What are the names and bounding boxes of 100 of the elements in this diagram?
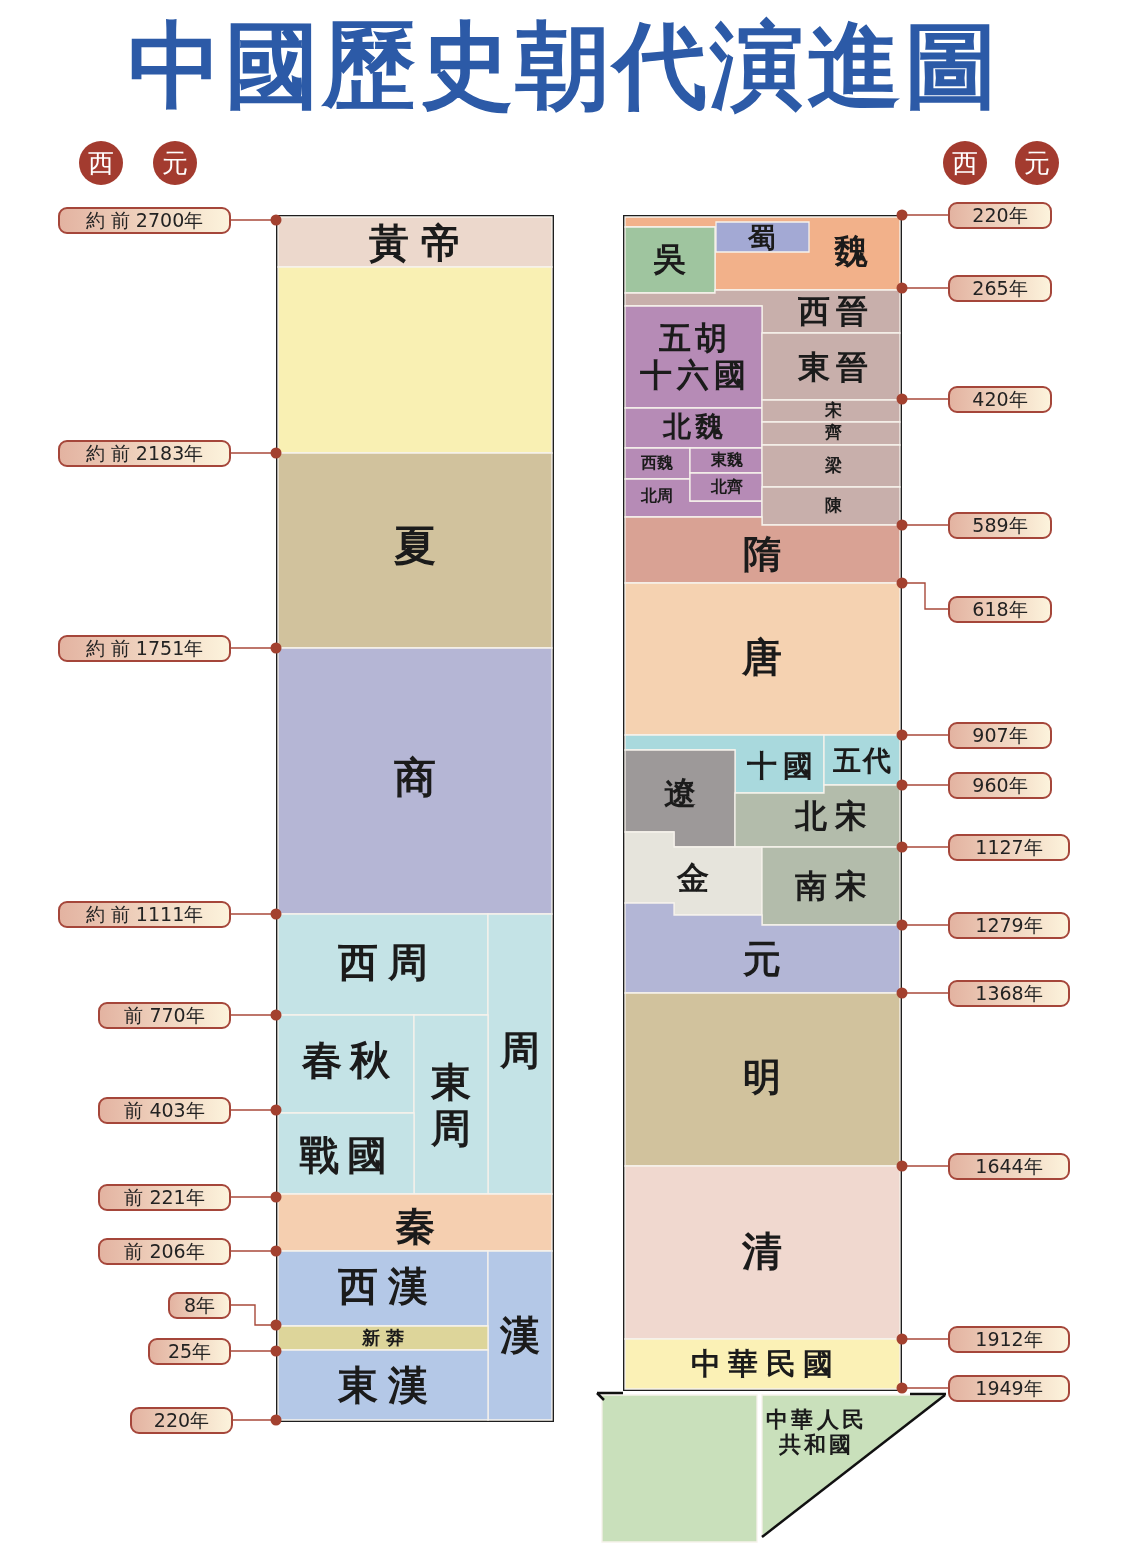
leader-line [230,1345,282,1357]
dynasty-block [278,217,552,267]
leader-line [230,1304,282,1331]
date-tag: 1949年 [948,1374,1070,1402]
dynasty-block [716,222,809,252]
dynasty-name: 周 [500,1027,540,1073]
timeline-column [623,215,902,1391]
date-tag: 前 403年 [98,1096,231,1124]
empty-panel [278,267,552,453]
dynasty-block [278,453,552,648]
dynasty-block [278,1251,488,1326]
leader-line [896,779,949,791]
dynasty-name: 吳 [654,240,686,278]
timeline-column [276,215,554,1422]
leader-line [230,908,282,920]
leader-line [896,209,949,221]
dynasty-name: 北魏 [661,410,728,444]
dynasty-name: 十國 [746,748,819,784]
dynasty-name: 中華民國 [689,1346,841,1382]
date-tag: 約 前 2183年 [58,439,231,467]
dynasty-name: 夏 [394,521,436,571]
dynasty-block [625,448,690,479]
dynasty-name: 新莽 [361,1327,410,1349]
dynasty-block [762,400,900,422]
date-tag: 約 前 1751年 [58,634,231,662]
dynasty-block [625,227,715,293]
leader-line [230,1009,282,1021]
era-seal: 元 [153,141,197,185]
leader-line [896,1160,949,1172]
dynasty-block [735,785,900,847]
dynasty-name: 元 [743,937,781,981]
date-tag: 265年 [948,274,1052,302]
dynasty-block [278,1350,488,1420]
date-tag: 約 前 1111年 [58,900,231,928]
dynasty-block [278,1015,414,1113]
dynasty-block [278,1113,414,1194]
date-tag: 220年 [948,201,1052,229]
dynasty-name: 南宋 [794,867,875,905]
dynasty-name: 隋 [743,532,781,576]
date-tag: 前 206年 [98,1237,231,1265]
dynasty-name: 秦 [395,1203,435,1249]
dynasty-name: 五代 [831,744,895,778]
dynasty-block [824,735,900,785]
dynasty-block [762,1395,945,1537]
dynasty-name: 五胡十六國 [639,320,751,394]
title: 中國歷史朝代演進圖 [127,14,1002,118]
dynasty-name: 戰國 [298,1132,395,1178]
dynasty-block [625,583,900,735]
dynasty-name: 宋 [824,401,842,421]
dynasty-block [488,914,552,1194]
date-tag: 420年 [948,385,1052,413]
dynasty-block [414,1015,488,1194]
date-tag: 907年 [948,721,1052,749]
dynasty-block [625,993,900,1166]
dynasty-name: 漢 [500,1312,540,1358]
dynasty-name: 唐 [742,634,782,680]
dynasty-block [278,914,488,1015]
date-tag: 960年 [948,771,1052,799]
date-tag: 1644年 [948,1152,1070,1180]
era-seal: 元 [1015,141,1059,185]
dynasty-block [625,1166,900,1339]
dynasty-name: 明 [743,1055,781,1099]
leader-line [230,214,282,226]
leader-line [230,1104,282,1116]
dynasty-block [690,448,762,473]
leader-line [230,1191,282,1203]
leader-line [896,841,949,853]
dynasty-block [625,306,762,408]
dynasty-block [690,473,762,501]
dynasty-name: 西周 [337,939,438,985]
dynasty-block [625,832,762,915]
dynasty-block [278,1326,488,1350]
dynasty-block [278,648,552,914]
date-tag: 8年 [168,1291,231,1319]
dynasty-name: 清 [742,1228,782,1274]
date-tag: 1912年 [948,1325,1070,1353]
dynasty-name: 西晉 [796,292,875,330]
dynasty-name: 齊 [824,423,842,443]
dynasty-name: 東魏 [711,450,743,470]
date-tag: 1368年 [948,979,1070,1007]
era-seal: 西 [79,141,123,185]
dynasty-name: 梁 [824,456,842,476]
leader-line [230,1245,282,1257]
dynasty-name: 西漢 [337,1263,438,1309]
dynasty-name: 春秋 [301,1037,398,1083]
dynasty-block [762,445,900,487]
dynasty-block [762,847,900,925]
leader-line [896,919,949,931]
date-tag: 約 前 2700年 [58,206,231,234]
date-tag: 220年 [130,1406,233,1434]
leader-line [896,1333,949,1345]
date-tag: 1127年 [948,833,1070,861]
era-seal: 西 [943,141,987,185]
empty-panel [602,1395,757,1542]
leader-line [230,642,282,654]
dynasty-block [625,903,900,993]
dynasty-name: 東漢 [337,1362,438,1408]
dynasty-name: 蜀 [748,221,776,255]
dynasty-name: 西魏 [641,453,673,473]
dynasty-name: 商 [394,753,436,803]
